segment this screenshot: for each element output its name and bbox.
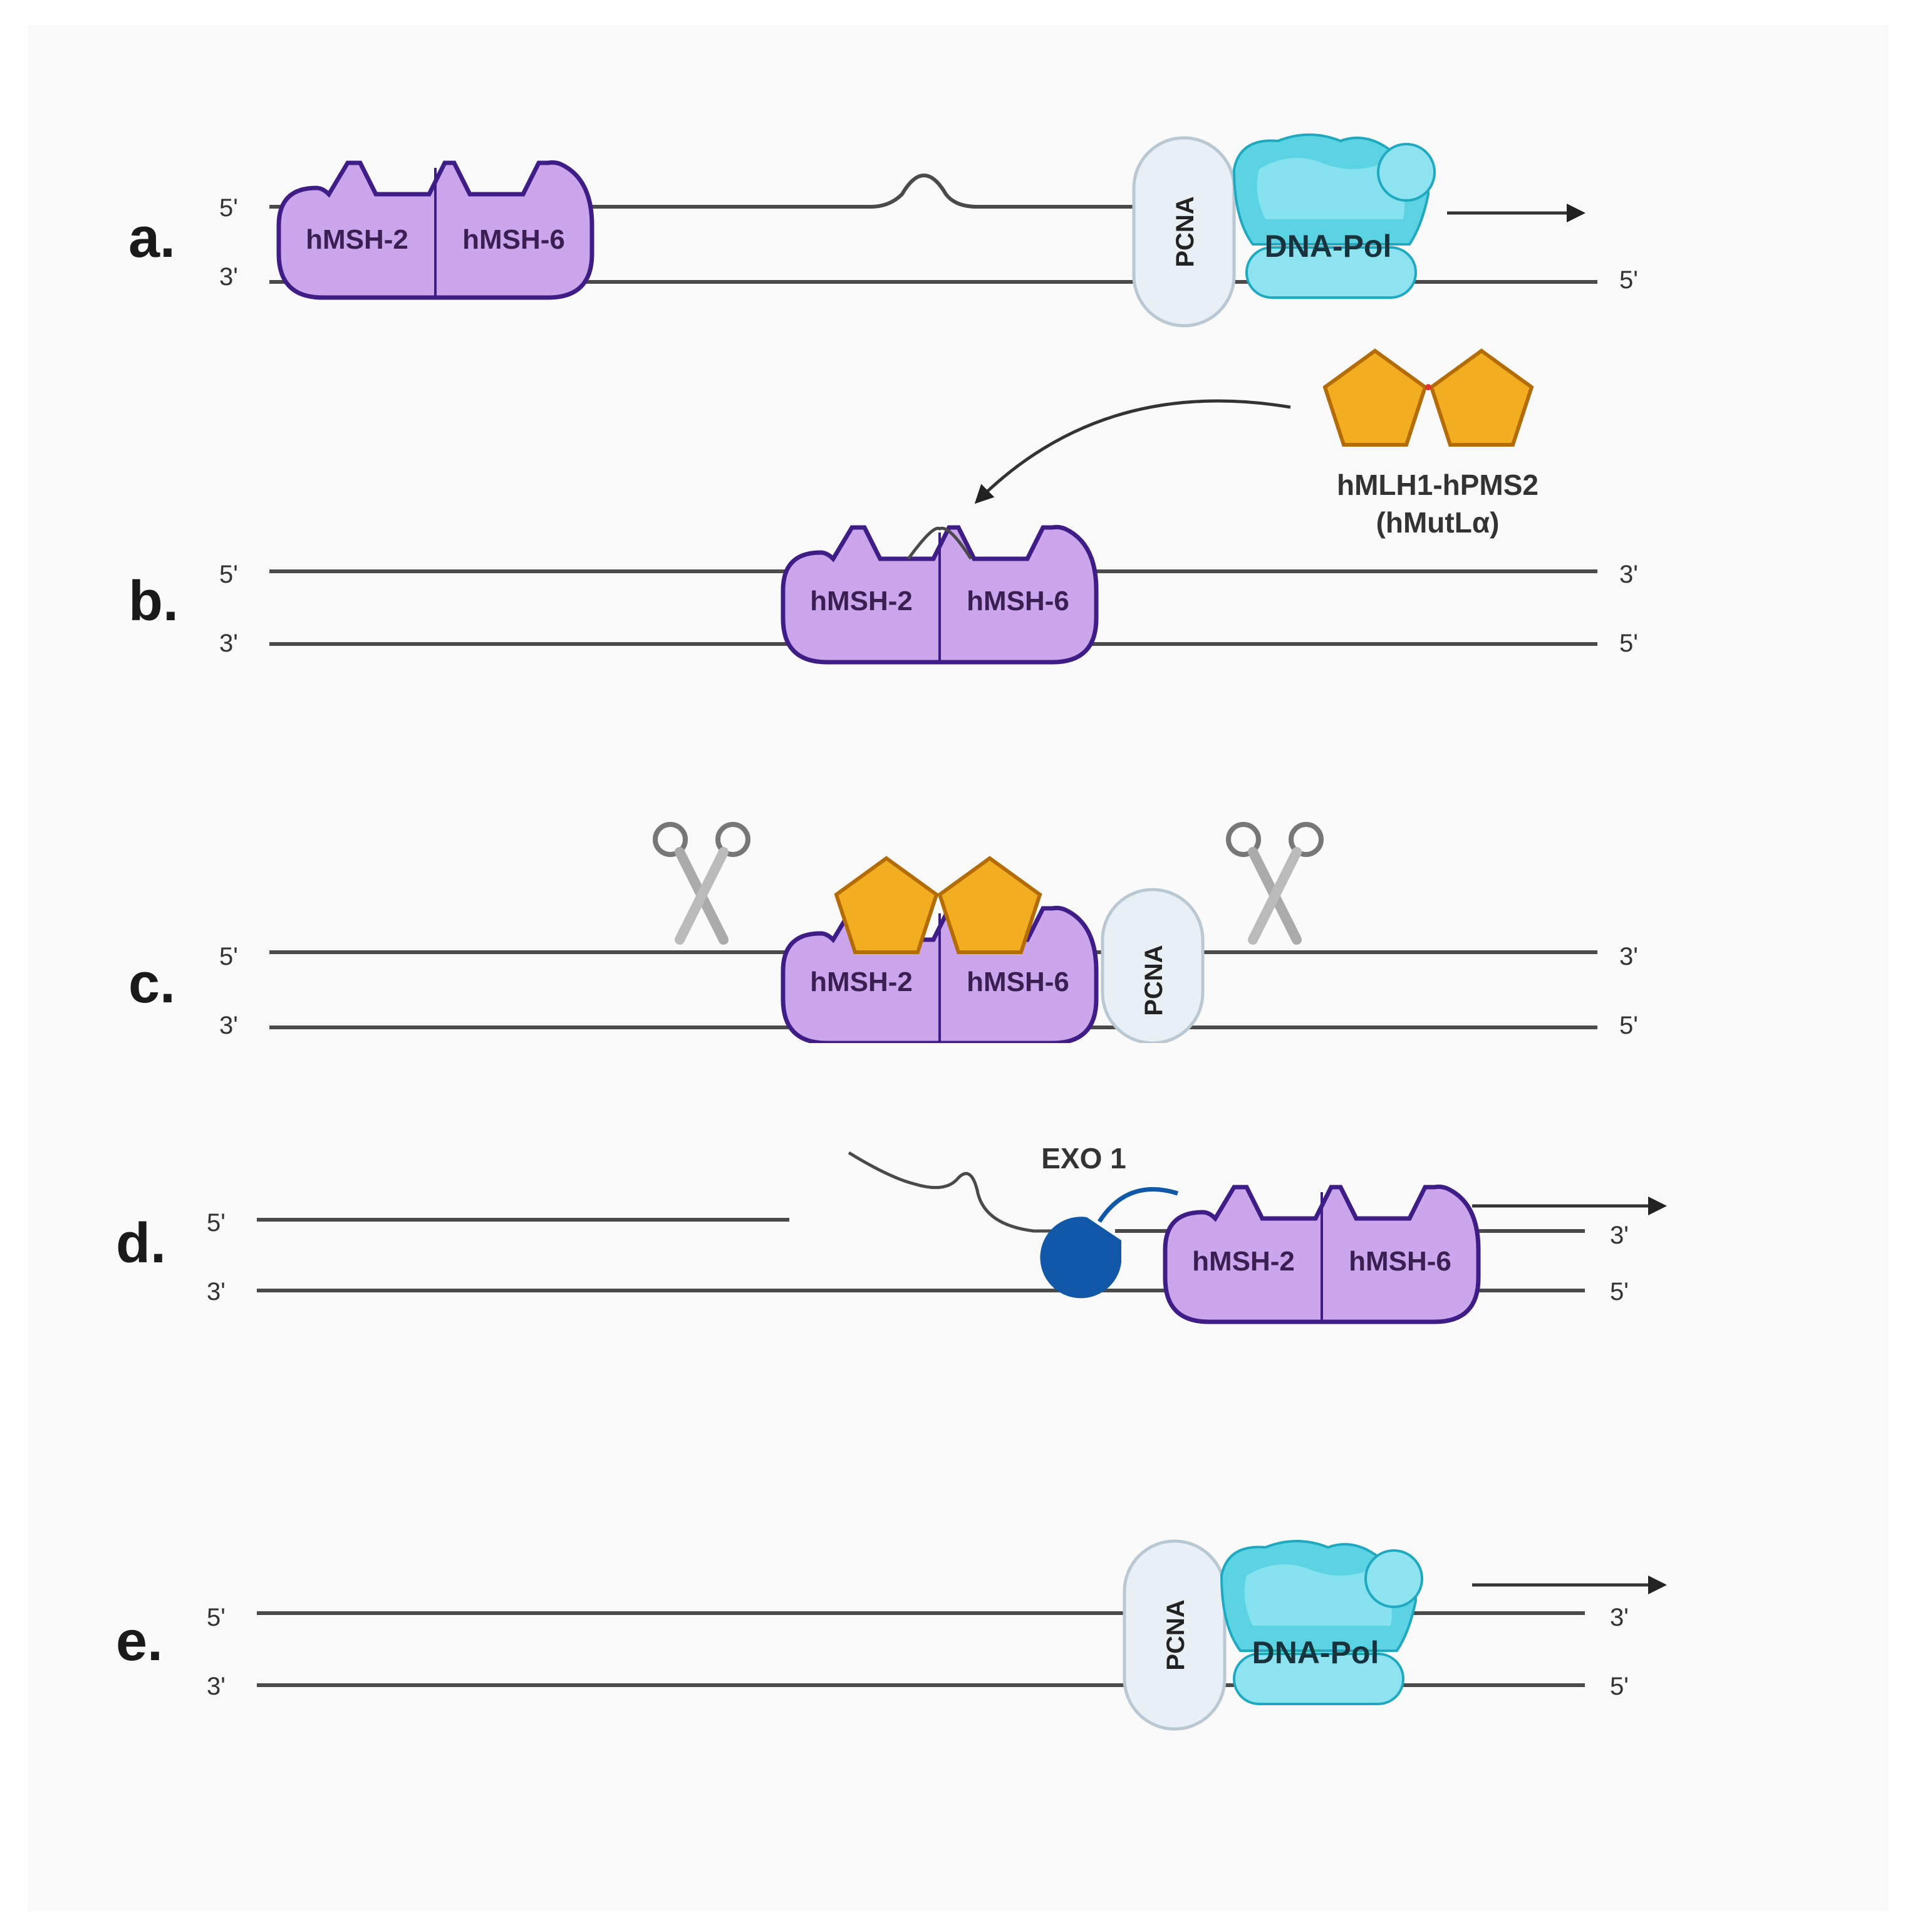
panel-c: c. 5' 3' 3' 5' hMSH-2 hMSH-6 PCNA bbox=[128, 824, 1638, 1068]
panel-label-a: a. bbox=[128, 207, 175, 269]
dna-pol-label: DNA-Pol bbox=[1252, 1635, 1379, 1670]
msh-complex: hMSH-2 hMSH-6 bbox=[1165, 1187, 1478, 1322]
strand-end-bottom-right: 5' bbox=[1619, 630, 1638, 657]
strand-end-top-right: 3' bbox=[1619, 943, 1638, 970]
pcna-label: PCNA bbox=[1162, 1599, 1190, 1670]
hmutl-alpha-label: (hMutLα) bbox=[1376, 506, 1500, 539]
msh-complex: hMSH-2 hMSH-6 bbox=[783, 908, 1096, 1043]
pcna-clamp: PCNA bbox=[1134, 138, 1234, 326]
panel-label-e: e. bbox=[116, 1610, 163, 1673]
dna-pol-label: DNA-Pol bbox=[1265, 229, 1392, 264]
hmsh6-label: hMSH-6 bbox=[1349, 1246, 1451, 1277]
panel-label-b: b. bbox=[128, 570, 179, 633]
panel-a: a. 5' 3' 5' hMSH-2 hMSH-6 PCNA DNA-Pol bbox=[128, 133, 1638, 326]
hmsh2-label: hMSH-2 bbox=[306, 224, 408, 255]
excised-strand bbox=[848, 1151, 1065, 1233]
strand-end-bottom-left: 3' bbox=[219, 1012, 238, 1039]
strand-end-bottom-left: 3' bbox=[219, 263, 238, 291]
strand-end-bottom-left: 3' bbox=[207, 1278, 226, 1306]
hmsh6-label: hMSH-6 bbox=[462, 224, 565, 255]
strand-end-bottom-left: 3' bbox=[219, 630, 238, 657]
dna-polymerase: DNA-Pol bbox=[1233, 133, 1436, 299]
strand-end-top-left: 5' bbox=[219, 943, 238, 970]
panel-d: d. 5' 3' 3' 5' EXO 1 hMSH-2 hMSH-6 bbox=[116, 1142, 1667, 1322]
strand-end-top-left: 5' bbox=[219, 561, 238, 588]
exo1-label: EXO 1 bbox=[1041, 1142, 1126, 1175]
pcna-label: PCNA bbox=[1140, 945, 1168, 1015]
msh-complex: hMSH-2 hMSH-6 bbox=[279, 162, 592, 298]
exo-tether bbox=[1098, 1187, 1179, 1223]
panel-label-c: c. bbox=[128, 952, 175, 1015]
strand-end-top-left: 5' bbox=[219, 194, 238, 222]
strand-end-top-left: 5' bbox=[207, 1209, 226, 1237]
strand-end-bottom-left: 3' bbox=[207, 1673, 226, 1700]
strand-end-bottom-right: 5' bbox=[1619, 1012, 1638, 1039]
hmsh2-label: hMSH-2 bbox=[810, 967, 913, 997]
hmsh2-label: hMSH-2 bbox=[810, 586, 913, 616]
pcna-clamp: PCNA bbox=[1101, 888, 1205, 1045]
strand-end-top-right: 3' bbox=[1610, 1222, 1629, 1249]
strand-end-bottom-right: 5' bbox=[1610, 1673, 1629, 1700]
msh-complex: hMSH-2 hMSH-6 bbox=[783, 527, 1096, 662]
strand-end-top-left: 5' bbox=[207, 1604, 226, 1631]
panel-e: e. 5' 3' 3' 5' PCNA DNA-Pol bbox=[116, 1540, 1667, 1729]
panel-b: b. 5' 3' 3' 5' hMSH-2 hMSH-6 hMLH1-hPMS2… bbox=[128, 351, 1638, 662]
pcna-label: PCNA bbox=[1171, 196, 1199, 267]
strand-end-top-right: 3' bbox=[1619, 561, 1638, 588]
dna-polymerase: DNA-Pol bbox=[1220, 1540, 1423, 1705]
strand-end-top-right: 3' bbox=[1610, 1604, 1629, 1631]
strand-end-bottom-right: 5' bbox=[1610, 1278, 1629, 1306]
recruitment-arrow bbox=[974, 399, 1291, 504]
pcna-clamp: PCNA bbox=[1124, 1541, 1225, 1729]
strand-end-bottom-right: 5' bbox=[1619, 266, 1638, 294]
pacman-icon bbox=[1040, 1217, 1121, 1299]
hmsh2-label: hMSH-2 bbox=[1192, 1246, 1295, 1277]
hmsh6-label: hMSH-6 bbox=[967, 586, 1069, 616]
hmsh6-label: hMSH-6 bbox=[967, 967, 1069, 997]
dna-strand-top bbox=[269, 174, 1146, 209]
panel-label-d: d. bbox=[116, 1212, 166, 1275]
hmlh1-hpms2-label: hMLH1-hPMS2 bbox=[1337, 469, 1539, 501]
hmutl-alpha-dimer bbox=[1325, 351, 1532, 445]
